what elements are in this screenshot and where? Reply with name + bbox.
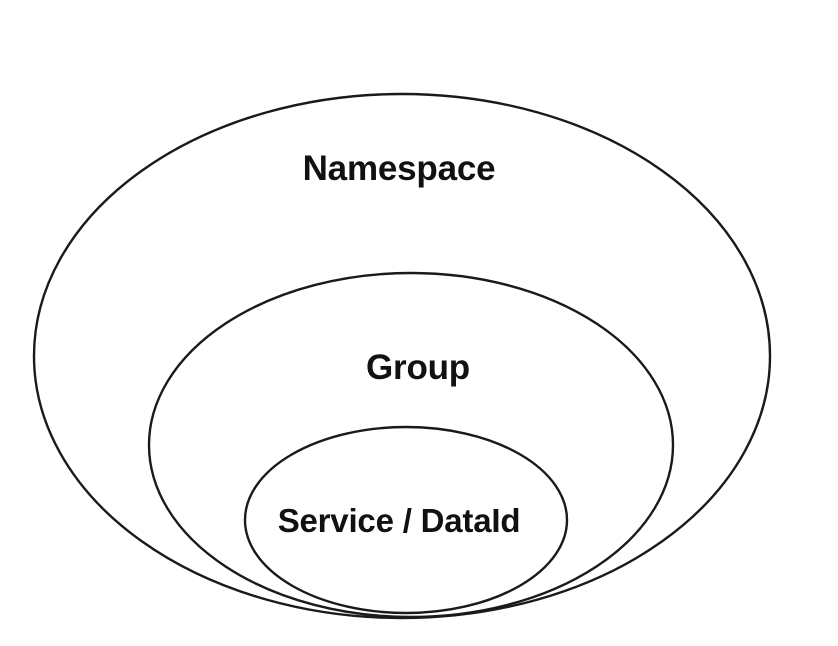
group-label: Group [366,348,470,387]
group-ellipse [149,273,673,617]
service-dataid-ellipse [245,427,567,613]
service-dataid-label: Service / DataId [277,502,521,539]
namespace-label: Namespace [302,149,496,188]
